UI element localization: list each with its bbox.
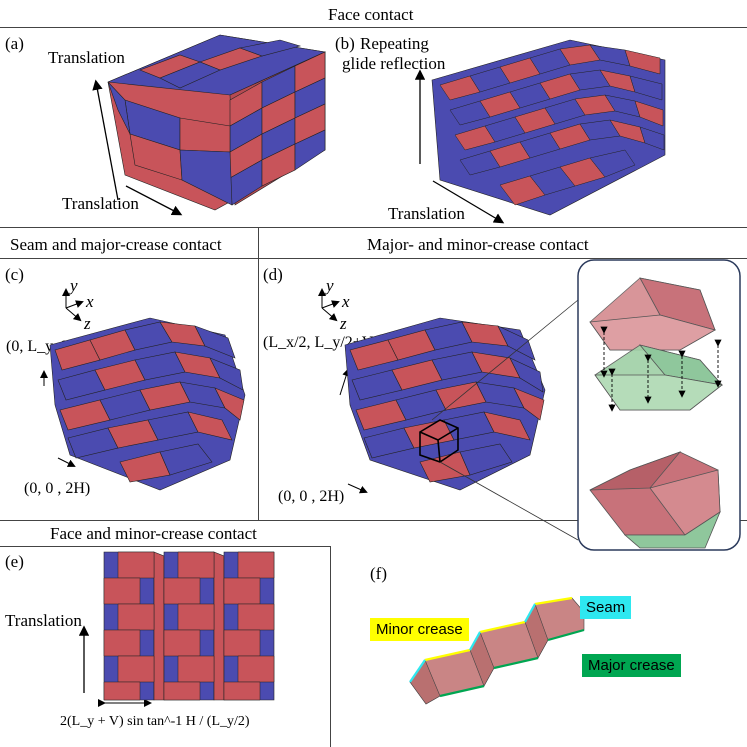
divider-cd bbox=[258, 227, 259, 520]
panel-f-major-crease-tag: Major crease bbox=[582, 654, 681, 677]
panel-a-translation-bottom: Translation bbox=[62, 194, 139, 213]
title-major-minor: Major- and minor-crease contact bbox=[367, 235, 589, 254]
panel-b-title-line2: glide reflection bbox=[342, 54, 446, 73]
divider-row3 bbox=[0, 520, 747, 521]
divider-ef bbox=[330, 546, 331, 747]
panel-a-translation-top: Translation bbox=[48, 48, 125, 67]
panel-f-minor-crease-tag: Minor crease bbox=[370, 618, 469, 641]
divider-row2 bbox=[0, 227, 747, 228]
panel-c-label: (c) bbox=[5, 265, 24, 284]
panel-b-title-line1: Repeating bbox=[360, 34, 429, 53]
title-face-minor: Face and minor-crease contact bbox=[50, 524, 257, 543]
panel-e-formula: 2(L_y + V) sin tan^-1 H / (L_y/2) bbox=[60, 714, 250, 729]
panel-d-label: (d) bbox=[263, 265, 283, 284]
panel-c-axis-y: y bbox=[70, 276, 78, 295]
panel-c-axis-z: z bbox=[84, 314, 91, 333]
panel-c-coord-bottom: (0, 0 , 2H) bbox=[24, 480, 91, 497]
title-face-contact: Face contact bbox=[328, 5, 414, 24]
panel-e-translation: Translation bbox=[5, 611, 82, 630]
panel-a-label: (a) bbox=[5, 34, 24, 53]
panel-f-label: (f) bbox=[370, 564, 387, 583]
panel-c-axis-x: x bbox=[86, 292, 94, 311]
panel-d-axis-z: z bbox=[340, 314, 347, 333]
panel-d-axis-y: y bbox=[326, 276, 334, 295]
panel-d-axis-x: x bbox=[342, 292, 350, 311]
divider-row2-sub bbox=[0, 258, 747, 259]
panel-e-label: (e) bbox=[5, 552, 24, 571]
title-seam-major: Seam and major-crease contact bbox=[10, 235, 222, 254]
divider-row3-sub bbox=[0, 546, 330, 547]
panel-b-translation-bottom: Translation bbox=[388, 204, 465, 223]
panel-d-coord-bottom: (0, 0 , 2H) bbox=[278, 488, 345, 505]
panel-b-label: (b) bbox=[335, 34, 355, 53]
divider-top bbox=[0, 27, 747, 28]
panel-f-seam-tag: Seam bbox=[580, 596, 632, 619]
